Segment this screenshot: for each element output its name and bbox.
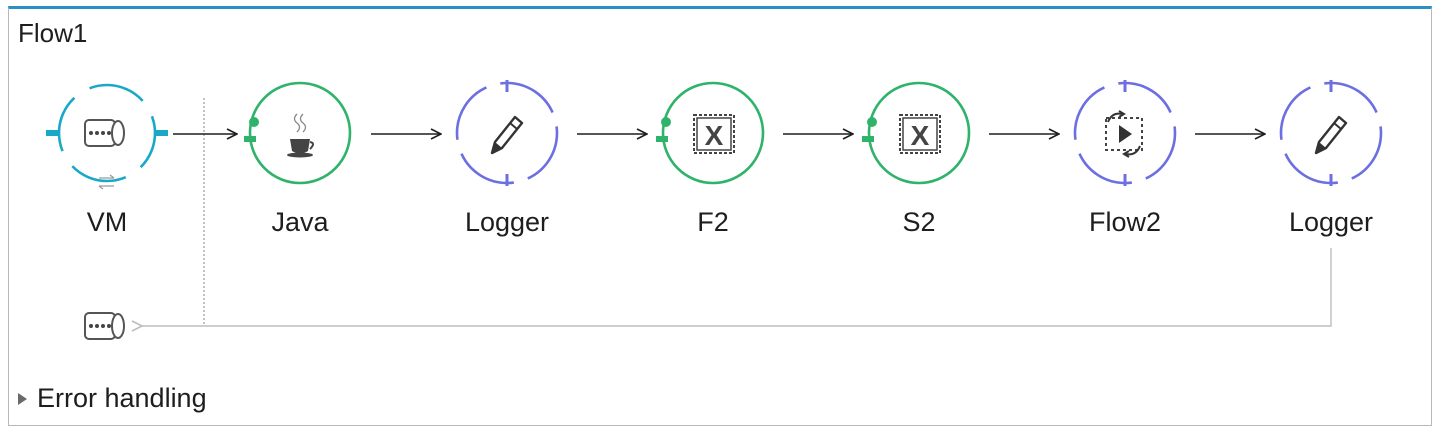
- java-cup-icon: [287, 113, 314, 158]
- flow-reference-icon: [1105, 110, 1143, 158]
- flow-canvas-frame: [8, 6, 1432, 426]
- f2-transform-node[interactable]: X: [656, 81, 765, 185]
- response-return-path: [141, 248, 1332, 326]
- svg-text:X: X: [911, 120, 930, 151]
- node-label-logger-2: Logger: [1288, 207, 1374, 237]
- logger-node[interactable]: [455, 80, 559, 186]
- s2-transform-node[interactable]: X: [862, 81, 971, 185]
- logger-node-2[interactable]: [1279, 80, 1383, 186]
- node-label-logger: Logger: [464, 207, 550, 237]
- pencil-icon: [490, 115, 524, 155]
- node-label-vm: VM: [86, 207, 128, 237]
- node-label-java: Java: [271, 207, 329, 237]
- flow2-reference-node[interactable]: [1073, 80, 1177, 186]
- flow-title[interactable]: Flow1: [18, 18, 88, 48]
- transform-x-icon: X: [899, 114, 941, 154]
- pencil-icon: [1314, 115, 1348, 155]
- transform-x-icon: X: [693, 114, 735, 154]
- error-handling-label: Error handling: [37, 382, 207, 413]
- vm-node[interactable]: [46, 83, 168, 190]
- error-handling-toggle[interactable]: Error handling: [18, 381, 207, 415]
- vm-endpoint-icon[interactable]: [84, 312, 125, 340]
- vm-endpoint-icon: [84, 119, 125, 147]
- svg-text:X: X: [705, 120, 724, 151]
- node-label-s2: S2: [902, 207, 936, 237]
- node-label-f2: F2: [697, 207, 729, 237]
- node-label-flow2: Flow2: [1088, 207, 1162, 237]
- expand-triangle-icon: [18, 393, 27, 405]
- exchange-pattern-icon: [98, 174, 115, 190]
- java-node[interactable]: [244, 81, 352, 185]
